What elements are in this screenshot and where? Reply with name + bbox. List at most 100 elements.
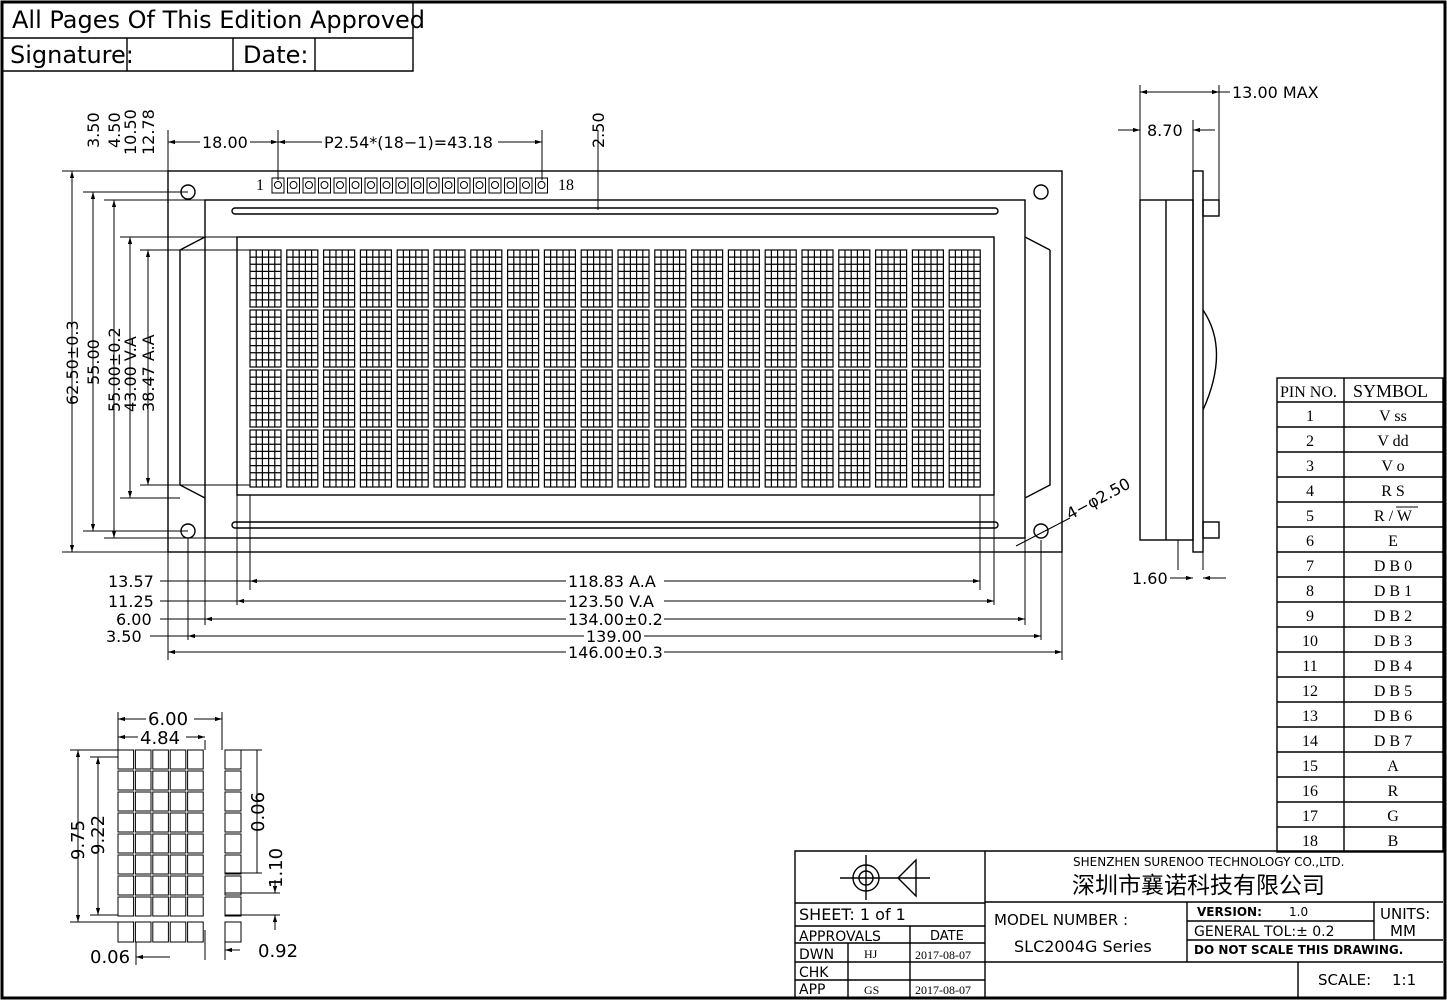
pin-last-label: 18 [558,177,574,194]
title-block: SHENZHEN SURENOO TECHNOLOGY CO.,LTD. 深圳市… [794,850,1443,998]
pin-hole [320,181,329,189]
character-cell [396,249,429,308]
character-cell [727,249,761,308]
mount-hole [1033,523,1049,539]
pin-pad [318,177,331,194]
character-cell [911,429,945,488]
dot [169,749,187,770]
character-cell [654,429,687,488]
cursor-dot [152,921,169,943]
pin-number: 4 [1306,483,1314,500]
pin-pad [411,177,424,194]
character-cell [727,369,761,428]
character-cell [507,369,540,428]
adjacent-dot [224,812,242,833]
dim-38-aa: 38.47 A.A [139,334,158,412]
character-cell [359,309,392,368]
dim-4-84: 4.84 [140,728,180,749]
company-en: SHENZHEN SURENOO TECHNOLOGY CO.,LTD. [1073,855,1345,869]
pin-symbol: V dd [1377,433,1408,450]
pin-hole [351,181,360,189]
dim-0-06b: 0.06 [90,947,130,968]
pin-number: 18 [1302,833,1318,850]
dwn-name: HJ [864,947,878,961]
character-cell [323,309,356,368]
dim-12-78: 12.78 [139,109,158,155]
pin-hole [444,181,453,189]
pin-number: 2 [1306,433,1314,450]
dot [169,875,187,896]
dim-2-50: 2.50 [589,112,608,148]
character-cell [654,249,687,308]
character-cell [764,249,797,308]
pin-number: 12 [1302,683,1318,700]
pin-symbol: D B 0 [1374,558,1412,575]
pin-pad [473,177,486,194]
units: MM [1390,922,1416,940]
character-cell [580,369,613,428]
character-cell [323,369,356,428]
dot [134,812,152,833]
pin-symbol: R / W [1374,508,1413,525]
dim-9-22: 9.22 [88,815,109,855]
pin-symbol: R [1388,783,1399,800]
dwn-label: DWN [799,947,834,963]
dot [187,854,204,875]
dot [152,854,169,875]
pin-symbol: D B 2 [1374,608,1412,625]
character-cell [396,429,429,488]
character-cell [433,429,466,488]
adjacent-dot [224,875,242,896]
chk-label: CHK [799,965,829,981]
character-cell [433,309,466,368]
character-cell [359,249,392,308]
dim-1-10: 1.10 [266,848,287,888]
character-cell [727,429,761,488]
pin-pad [519,177,533,194]
pin-hole [506,181,515,189]
character-cell [507,309,540,368]
character-cell [470,309,503,368]
scale-label: SCALE: [1318,971,1371,989]
character-cell [286,369,319,428]
character-cell [286,309,319,368]
model-number: SLC2004G Series [1014,937,1152,956]
pin-pad [504,177,517,194]
pin-hole [475,181,484,189]
pin-hole [289,181,298,189]
dim-0-92: 0.92 [258,941,298,962]
model-label: MODEL NUMBER : [994,911,1128,929]
character-cell [617,249,650,308]
dot [152,812,169,833]
pin-hole [537,181,546,189]
cursor-dot [187,921,204,943]
pin-row: 4 R S [1306,483,1405,500]
dot [117,875,135,896]
pin-symbol: R S [1381,483,1405,500]
character-cell [359,429,392,488]
dot [152,749,169,770]
pin-pad [364,177,378,194]
version-label: VERSION: [1197,905,1262,919]
dot [134,896,152,917]
pin-number: 1 [1306,408,1314,425]
character-cell [801,249,834,308]
character-cell [359,369,392,428]
dot [152,791,169,812]
pin-number: 3 [1306,458,1314,475]
top-strip [231,207,999,215]
dot [134,875,152,896]
character-cell [764,429,797,488]
adjacent-dot [224,833,242,854]
character-cell [911,309,945,368]
pin-pad [271,177,285,194]
pin-symbol: D B 4 [1374,658,1412,675]
character-cell [543,369,577,428]
dim-6-00: 6.00 [116,610,152,629]
